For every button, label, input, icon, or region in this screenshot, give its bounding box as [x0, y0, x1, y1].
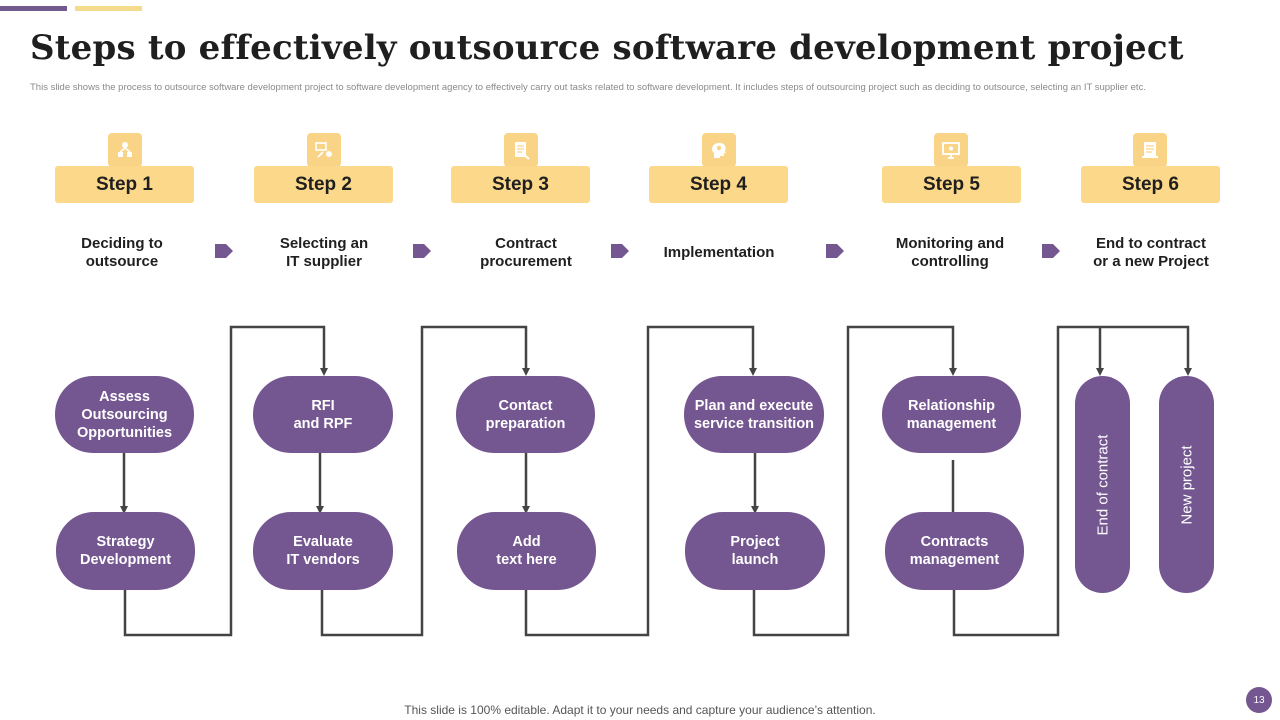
flow-plan-execute: Plan and execute service transition: [684, 376, 824, 453]
chevron-right-icon: [826, 244, 844, 258]
end-of-contract-label: End of contract: [1094, 434, 1111, 535]
chevron-right-icon: [611, 244, 629, 258]
flow-new-project: New project: [1159, 376, 1214, 593]
monitor-icon: [934, 133, 968, 167]
step-6-description: End to contract or a new Project: [1093, 235, 1209, 270]
new-project-label: New project: [1178, 444, 1195, 525]
flow-end-of-contract: End of contract: [1075, 376, 1130, 593]
flow-evaluate-vendors: Evaluate IT vendors: [253, 512, 393, 590]
contract-icon: [504, 133, 538, 167]
step-2-box: Step 2: [254, 166, 393, 203]
page-title: Steps to effectively outsource software …: [30, 28, 1184, 68]
step-3-description: Contract procurement: [480, 235, 572, 270]
flow-rfi-rpf: RFI and RPF: [253, 376, 393, 453]
flow-assess-outsourcing: Assess Outsourcing Opportunities: [55, 376, 194, 453]
flow-contact-preparation: Contact preparation: [456, 376, 595, 453]
team-icon: [108, 133, 142, 167]
page-number: 13: [1246, 687, 1272, 713]
flow-add-text: Add text here: [457, 512, 596, 590]
step-3-box: Step 3: [451, 166, 590, 203]
decorative-bar-yellow: [75, 6, 142, 11]
footer-note: This slide is 100% editable. Adapt it to…: [404, 703, 876, 717]
flow-contracts-management: Contracts management: [885, 512, 1024, 590]
page-subtitle: This slide shows the process to outsourc…: [30, 82, 1146, 93]
flow-strategy-development: Strategy Development: [56, 512, 195, 590]
step-4-box: Step 4: [649, 166, 788, 203]
step-5-box: Step 5: [882, 166, 1021, 203]
step-2-description: Selecting an IT supplier: [279, 235, 369, 270]
decorative-bar-purple: [0, 6, 67, 11]
step-1-box: Step 1: [55, 166, 194, 203]
chevron-right-icon: [1042, 244, 1060, 258]
step-6-box: Step 6: [1081, 166, 1220, 203]
chevron-right-icon: [413, 244, 431, 258]
step-5-description: Monitoring and controlling: [895, 235, 1005, 270]
step-4-description: Implementation: [663, 244, 775, 261]
flow-project-launch: Project launch: [685, 512, 825, 590]
document-icon: [1133, 133, 1167, 167]
chevron-right-icon: [215, 244, 233, 258]
head-gear-icon: [702, 133, 736, 167]
supplier-icon: [307, 133, 341, 167]
step-1-description: Deciding to outsource: [81, 235, 163, 270]
flow-relationship-management: Relationship management: [882, 376, 1021, 453]
